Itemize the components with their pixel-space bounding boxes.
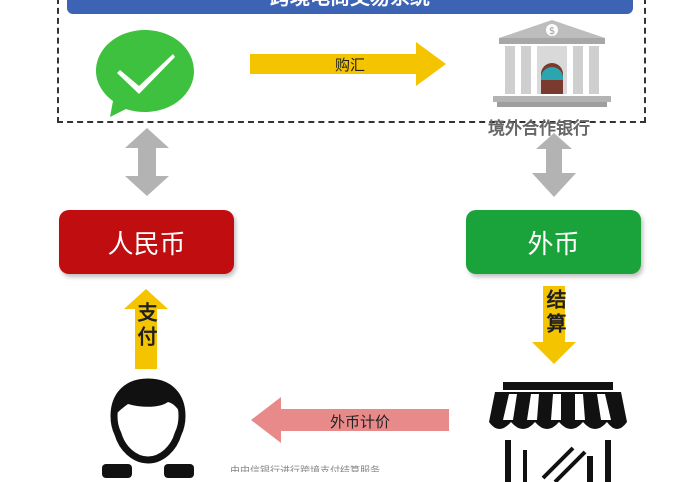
purchase-arrow	[250, 42, 446, 86]
rmb-label: 人民币	[107, 229, 186, 260]
bank-icon: $	[493, 20, 611, 107]
rmb-box: 人民币	[59, 210, 234, 274]
svg-text:$: $	[549, 26, 555, 37]
merchant-shop-icon	[489, 382, 627, 482]
bank-foreign-arrow	[532, 133, 576, 197]
bank-label: 境外合作银行	[488, 119, 590, 139]
foreign-currency-box: 外币	[466, 210, 641, 274]
system-title: 跨境电商交易系统	[270, 0, 430, 9]
system-title-bar: 跨境电商交易系统	[67, 0, 633, 14]
wechat-rmb-double-arrow	[125, 128, 169, 196]
consumer-icon	[102, 378, 194, 478]
pay-arrow	[124, 289, 168, 369]
wechat-pay-icon	[96, 30, 194, 117]
system-boundary	[57, 0, 646, 123]
foreign-currency-label: 外币	[527, 229, 580, 260]
pricing-label: 外币计价	[329, 413, 390, 431]
settle-label: 结算	[543, 289, 567, 337]
settle-arrow	[532, 286, 576, 364]
pricing-arrow	[251, 397, 449, 443]
pay-label: 支付	[134, 302, 158, 350]
payment-flow-diagram: 跨境电商交易系统 购汇 $ 境外合作银行 人民币 外币	[57, 0, 646, 482]
purchase-label: 购汇	[334, 56, 365, 74]
footnote-text: 由中信银行进行跨境支付结算服务	[230, 466, 380, 472]
